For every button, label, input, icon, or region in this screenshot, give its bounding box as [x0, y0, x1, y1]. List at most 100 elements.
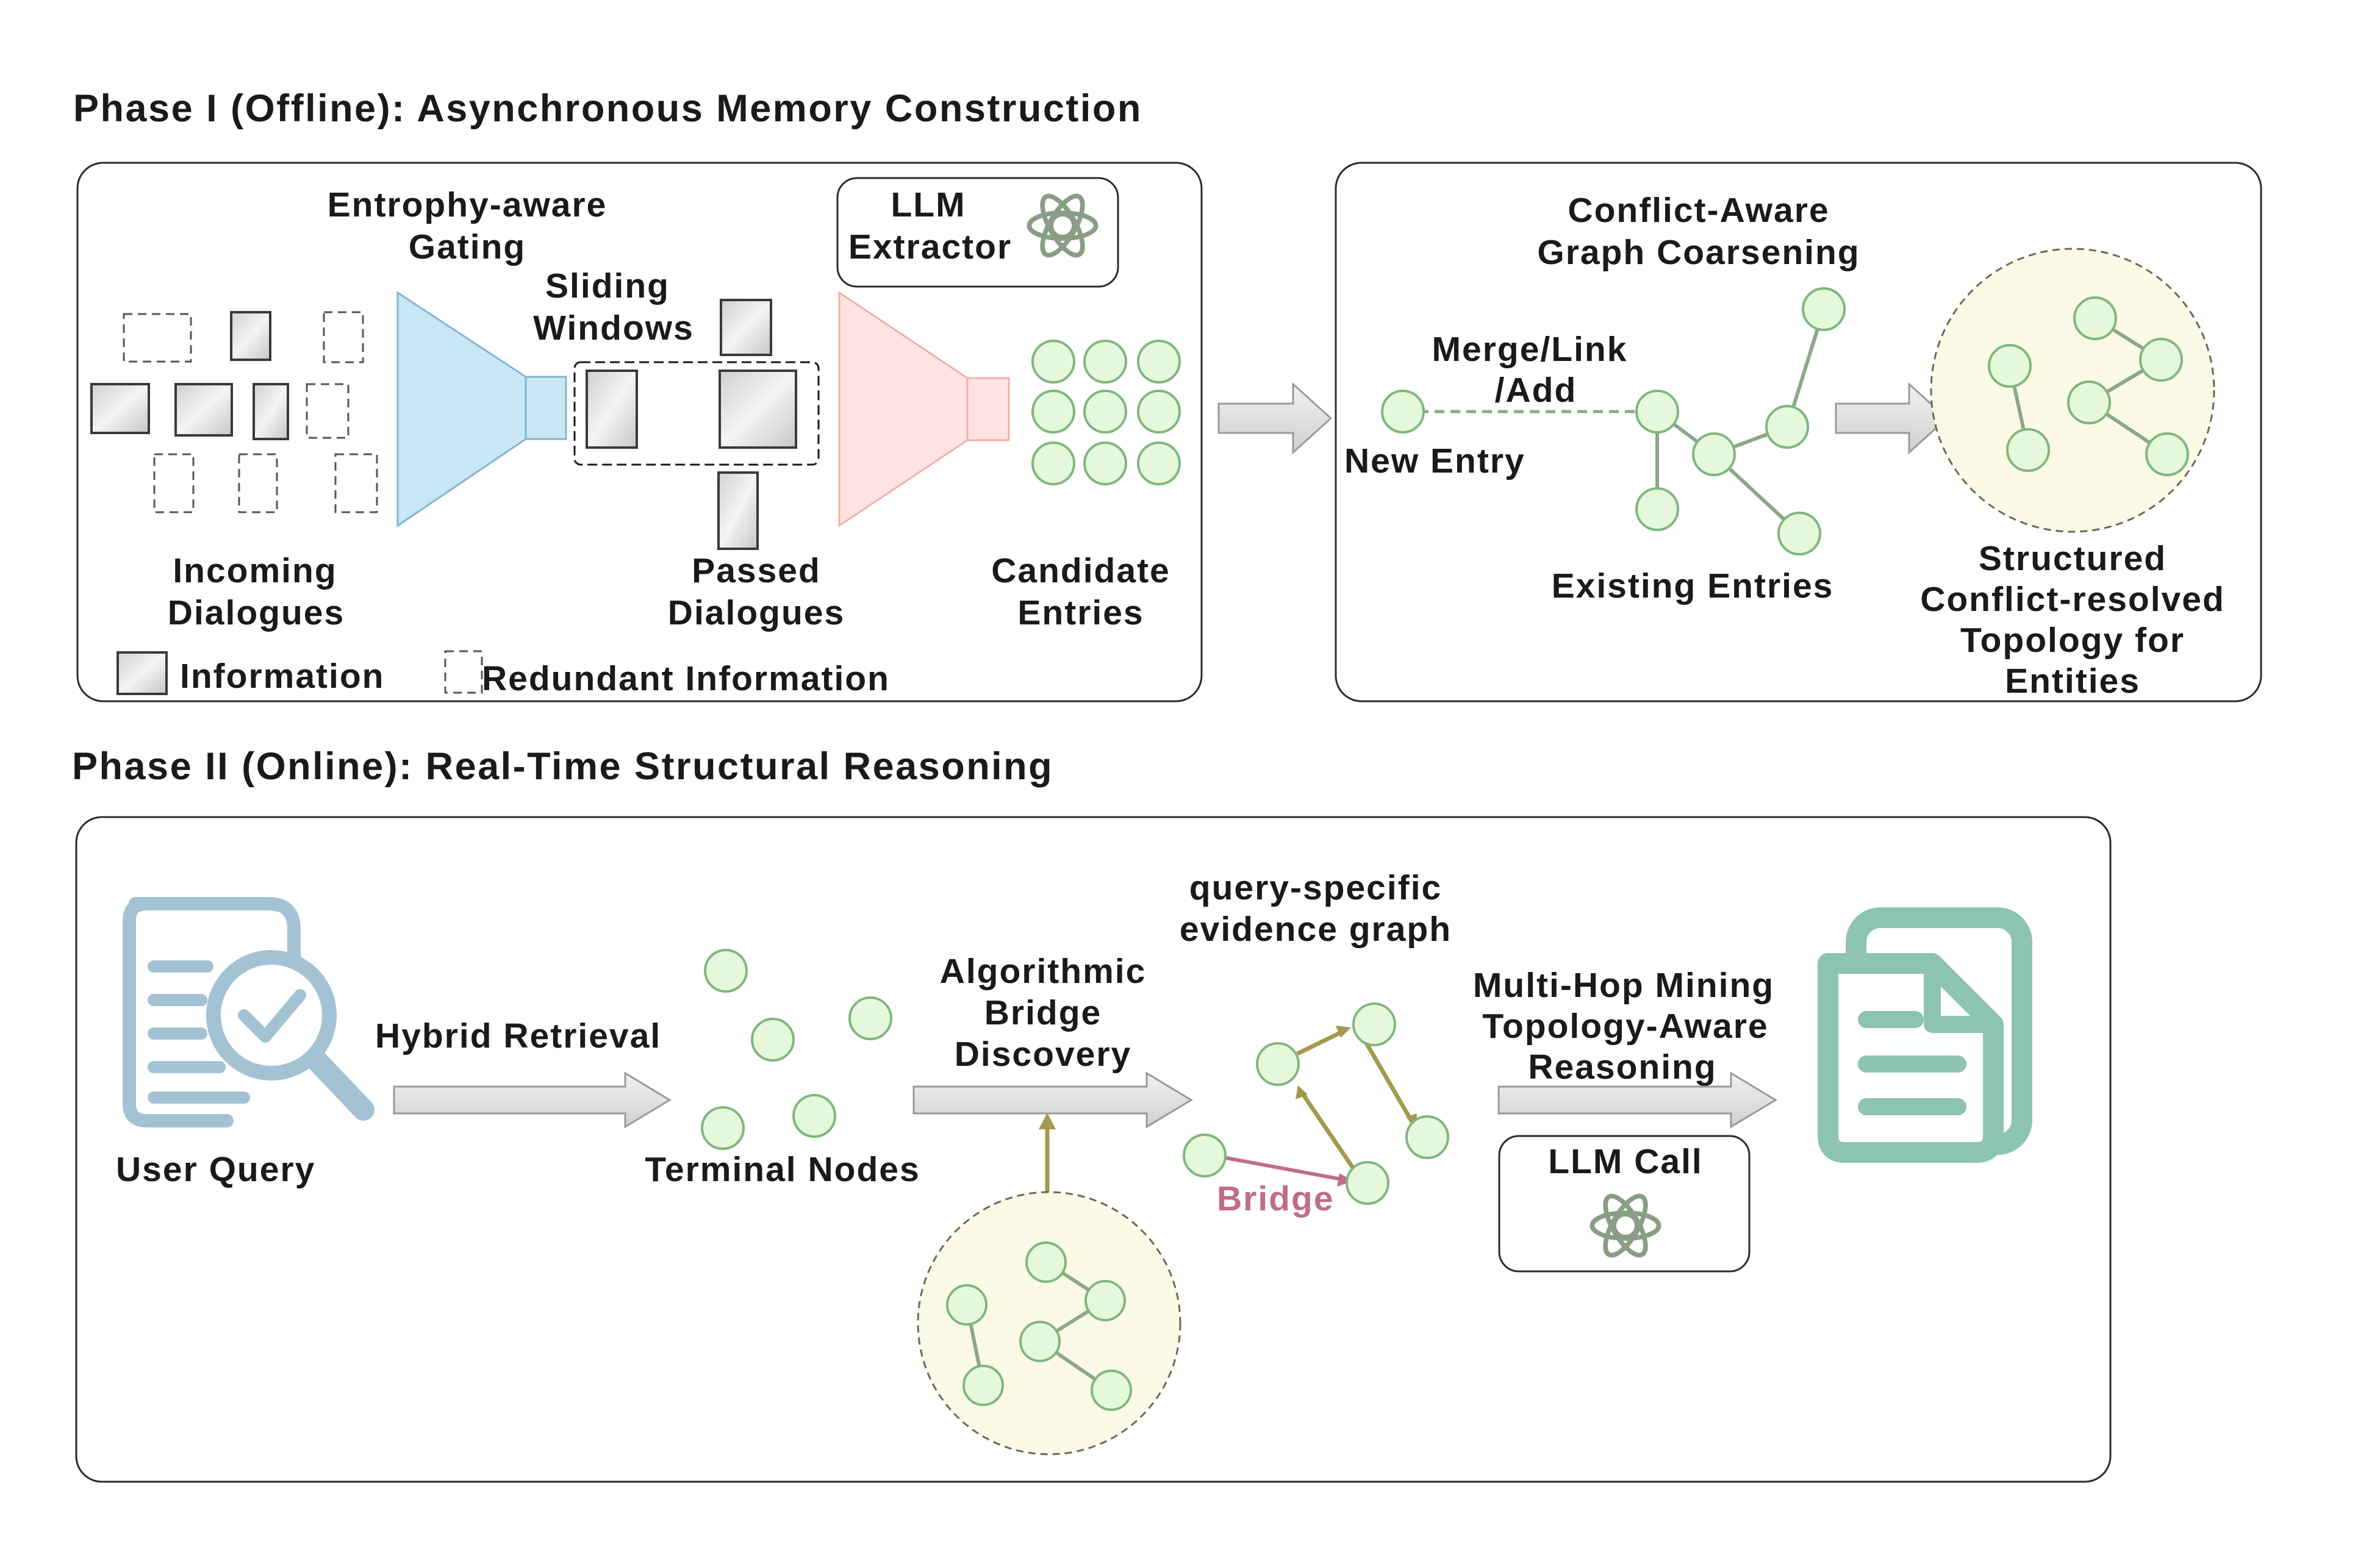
merge-label-line1: Merge/Link — [1432, 330, 1628, 369]
merge-label-line2: /Add — [1495, 371, 1577, 410]
memory-node — [1025, 1241, 1067, 1283]
extractor-label-line2: Extractor — [848, 227, 1012, 266]
legend-info-swatch — [116, 651, 168, 695]
candidate-entries-grid — [1031, 340, 1181, 485]
gating-label-line2: Gating — [409, 227, 526, 266]
topology-node — [2067, 380, 2111, 424]
queued-info-box — [720, 299, 772, 356]
terminal-nodes — [701, 949, 892, 1150]
candidate-node — [1031, 441, 1075, 485]
gating-label-line1: Entrophy-aware — [328, 185, 608, 224]
candidate-node — [1137, 441, 1181, 485]
redundant-box — [153, 453, 195, 513]
hybrid-retrieval-arrow — [393, 1071, 672, 1129]
evidence-label-line1: query-specific — [1189, 868, 1442, 907]
candidate-node — [1137, 390, 1181, 434]
redundant-box — [123, 313, 192, 363]
evidence-graph — [1183, 1002, 1449, 1205]
incoming-label-line2: Dialogues — [168, 593, 345, 632]
evidence-node — [1346, 1161, 1389, 1205]
existing-node — [1635, 390, 1679, 434]
hybrid-retrieval-label: Hybrid Retrieval — [375, 1016, 661, 1056]
merge-graph — [1381, 287, 1846, 555]
coarsening-label-line2: Graph Coarsening — [1537, 233, 1860, 272]
topology-node — [2006, 428, 2050, 472]
funnel-spout — [966, 377, 1010, 441]
memory-feed-arrowhead — [1039, 1113, 1056, 1129]
incoming-label-line1: Incoming — [173, 551, 337, 590]
document-magnifier-check-icon — [123, 897, 375, 1127]
flow-arrow — [1835, 382, 1949, 455]
phase2-title: Phase II (Online): Real-Time Structural … — [72, 745, 1053, 788]
bridge-discovery-arrow — [912, 1071, 1193, 1129]
coarsening-label-line1: Conflict-Aware — [1568, 191, 1829, 230]
llm-call-label: LLM Call — [1548, 1142, 1703, 1181]
evidence-node — [1405, 1115, 1449, 1159]
topology-node — [2145, 432, 2189, 476]
redundant-box — [334, 453, 378, 513]
redundant-box — [238, 453, 278, 513]
legend-redundant-swatch — [444, 650, 483, 694]
structured-label-line4: Entities — [2005, 662, 2140, 701]
passed-info-box — [717, 471, 759, 550]
windows-label-line1: Sliding — [545, 266, 670, 305]
candidate-node — [1083, 441, 1127, 485]
terminal-nodes-label: Terminal Nodes — [645, 1150, 920, 1189]
candidate-node — [1137, 340, 1181, 384]
terminal-node — [848, 996, 892, 1040]
funnel-spout — [525, 376, 567, 440]
existing-node — [1765, 405, 1809, 449]
candidate-node — [1031, 390, 1075, 434]
multihop-label-line2: Topology-Aware — [1482, 1007, 1768, 1046]
memory-node — [1019, 1321, 1061, 1362]
memory-graph — [917, 1191, 1181, 1456]
terminal-node — [701, 1106, 745, 1150]
structured-label-line1: Structured — [1979, 539, 2167, 578]
bridge-discovery-label-line2: Bridge — [984, 993, 1102, 1032]
bridge-discovery-label-line1: Algorithmic — [940, 952, 1147, 991]
passed-label-line1: Passed — [692, 551, 821, 590]
candidate-node — [1031, 340, 1075, 384]
evidence-node — [1256, 1042, 1300, 1086]
user-query-label: User Query — [116, 1150, 315, 1189]
phase1-title: Phase I (Offline): Asynchronous Memory C… — [73, 87, 1142, 130]
reasoning-arrow — [1497, 1071, 1777, 1129]
terminal-node — [704, 949, 748, 993]
memory-node — [1091, 1370, 1132, 1411]
terminal-node — [751, 1018, 795, 1062]
legend-redundant-text: Redundant Information — [482, 659, 890, 698]
structured-topology — [1930, 248, 2215, 533]
window-info-box — [586, 370, 638, 449]
evidence-node — [1352, 1002, 1396, 1046]
terminal-node — [792, 1094, 836, 1138]
memory-node — [962, 1365, 1004, 1406]
structured-label-line2: Conflict-resolved — [1920, 580, 2225, 619]
info-box — [174, 383, 233, 437]
multihop-label-line3: Reasoning — [1528, 1048, 1716, 1087]
windows-label-line2: Windows — [533, 309, 694, 348]
multihop-label-line1: Multi-Hop Mining — [1473, 966, 1774, 1005]
info-box — [230, 311, 271, 361]
candidate-label-line2: Entries — [1017, 593, 1144, 632]
flow-arrow — [1217, 382, 1333, 455]
existing-node — [1777, 512, 1821, 555]
new-entry-node — [1381, 390, 1425, 434]
phase1-left-panel — [76, 162, 1203, 702]
topology-node — [2139, 338, 2183, 382]
candidate-node — [1083, 340, 1127, 384]
topology-node — [1988, 344, 2032, 388]
new-entry-label: New Entry — [1344, 441, 1525, 480]
existing-node — [1635, 487, 1679, 531]
candidate-label-line1: Candidate — [991, 551, 1170, 590]
phase2-panel — [75, 816, 2112, 1483]
window-info-box — [719, 370, 797, 449]
incoming-dialogues-cluster — [90, 311, 378, 513]
legend: Information Redundant Information — [116, 650, 890, 698]
existing-node — [1802, 287, 1846, 331]
evidence-label-line2: evidence graph — [1180, 910, 1452, 949]
legend-info-text: Information — [180, 657, 384, 696]
bridge-label: Bridge — [1217, 1179, 1335, 1218]
existing-entries-label: Existing Entries — [1552, 566, 1834, 605]
redundant-box — [323, 311, 364, 363]
